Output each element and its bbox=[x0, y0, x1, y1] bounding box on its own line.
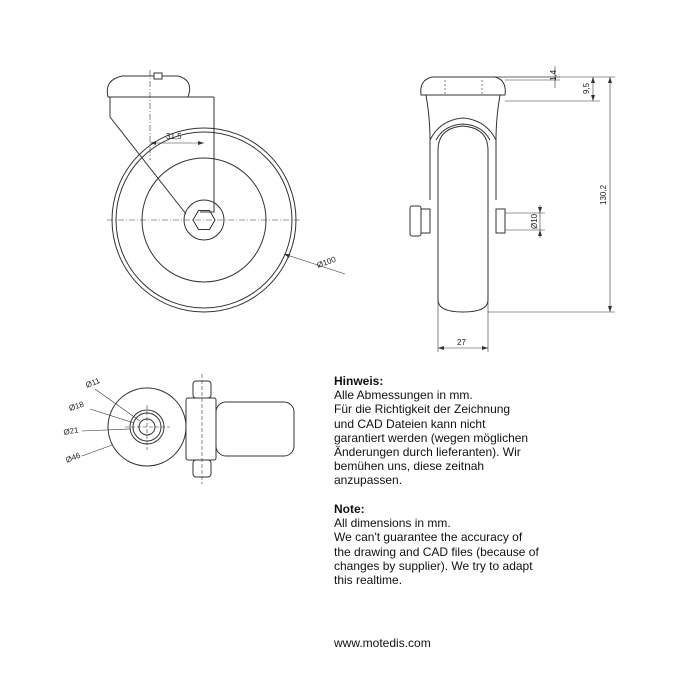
hinweis-note: Hinweis: Alle Abmessungen in mm. Für die… bbox=[334, 374, 528, 488]
dim-total-height: 130,2 bbox=[599, 184, 608, 205]
side-view bbox=[106, 70, 346, 313]
hinweis-line: anzupassen. bbox=[334, 473, 403, 488]
hinweis-line: bemühen uns, diese zeitnah bbox=[334, 459, 485, 474]
dim-d21: Ø21 bbox=[63, 425, 80, 437]
dim-wheel-diameter: Ø100 bbox=[316, 255, 338, 270]
front-view bbox=[409, 66, 615, 352]
dim-plate-height: 9,5 bbox=[582, 82, 591, 94]
dim-d11: Ø11 bbox=[84, 376, 101, 390]
top-view bbox=[81, 374, 295, 484]
note-line: We can't guarantee the accuracy of bbox=[334, 530, 523, 545]
note-line: All dimensions in mm. bbox=[334, 516, 451, 531]
top-view-fork bbox=[185, 397, 217, 461]
hinweis-line: Für die Richtigkeit der Zeichnung bbox=[334, 402, 511, 417]
dim-offset: 31,5 bbox=[166, 132, 182, 141]
axle-left-nut bbox=[409, 205, 422, 237]
hinweis-line: Änderungen durch lieferanten). Wir bbox=[334, 445, 521, 460]
english-note: Note: All dimensions in mm. We can't gua… bbox=[334, 502, 539, 587]
note-line: this realtime. bbox=[334, 573, 403, 588]
front-top-plate bbox=[420, 76, 506, 96]
hinweis-line: und CAD Dateien kann nicht bbox=[334, 416, 486, 431]
dim-plate-thickness: 1,4 bbox=[549, 69, 558, 81]
bolt-hole bbox=[153, 72, 163, 80]
dim-axle-diameter: Ø10 bbox=[530, 213, 539, 229]
dim-wheel-width: 27 bbox=[457, 338, 466, 347]
hinweis-line: garantiert werden (wegen möglichen bbox=[334, 430, 529, 445]
note-line: changes by supplier). We try to adapt bbox=[334, 558, 533, 573]
hinweis-heading: Hinweis: bbox=[334, 374, 384, 388]
axle-right-nut bbox=[495, 208, 506, 234]
dim-d46: Ø46 bbox=[64, 451, 82, 465]
top-view-wheel bbox=[215, 401, 295, 457]
front-wheel bbox=[437, 125, 489, 313]
hinweis-line: Alle Abmessungen in mm. bbox=[334, 388, 473, 403]
note-heading: Note: bbox=[334, 502, 365, 516]
fork-leg bbox=[109, 97, 215, 215]
dim-d18: Ø18 bbox=[68, 399, 86, 412]
website-link[interactable]: www.motedis.com bbox=[334, 636, 431, 650]
top-plate bbox=[106, 75, 191, 98]
note-line: the drawing and CAD files (because of bbox=[334, 544, 539, 559]
